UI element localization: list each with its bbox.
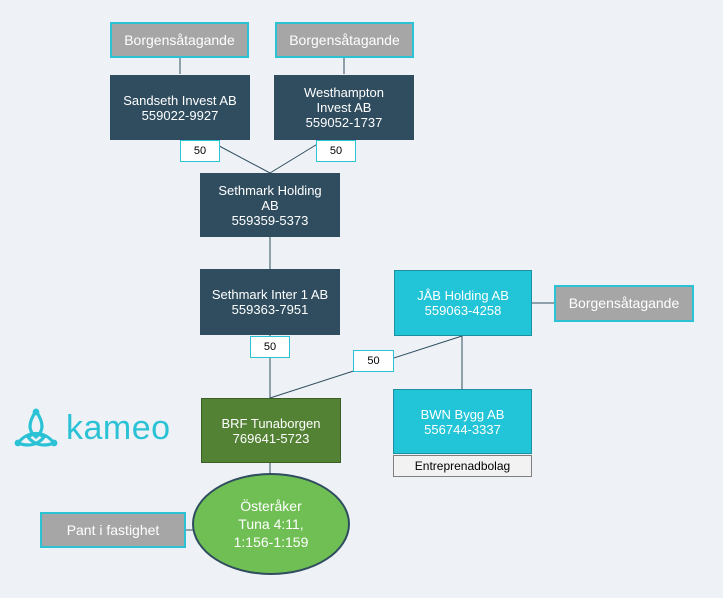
- guarantee-box-jab: Borgensåtagande: [554, 285, 694, 322]
- company-bwn-bygg: BWN Bygg AB 556744-3337: [393, 389, 532, 454]
- pledge-box: Pant i fastighet: [40, 512, 186, 548]
- company-sandseth-invest: Sandseth Invest AB 559022-9927: [110, 75, 250, 140]
- company-sethmark-holding: Sethmark Holding AB 559359-5373: [200, 173, 340, 237]
- line-westhampton-holding: [269, 139, 325, 174]
- company-sethmark-inter: Sethmark Inter 1 AB 559363-7951: [200, 269, 340, 335]
- guarantee-box-sandseth: Borgensåtagande: [110, 22, 249, 58]
- company-westhampton-invest: Westhampton Invest AB 559052-1737: [274, 75, 414, 140]
- entreprenad-label: Entreprenadbolag: [393, 455, 532, 477]
- share-tag-inter: 50: [250, 336, 290, 358]
- kameo-knot-icon: [14, 408, 58, 447]
- guarantee-box-westhampton: Borgensåtagande: [275, 22, 414, 58]
- property-osteraker-tuna: Österåker Tuna 4:11, 1:156-1:159: [192, 473, 350, 575]
- share-tag-westhampton: 50: [316, 140, 356, 162]
- share-tag-sandseth: 50: [180, 140, 220, 162]
- kameo-wordmark: kameo: [66, 408, 171, 447]
- kameo-logo: kameo: [14, 406, 171, 450]
- share-tag-jab: 50: [353, 350, 394, 372]
- company-jab-holding: JÅB Holding AB 559063-4258: [394, 270, 532, 336]
- company-brf-tunaborgen: BRF Tunaborgen 769641-5723: [201, 398, 341, 463]
